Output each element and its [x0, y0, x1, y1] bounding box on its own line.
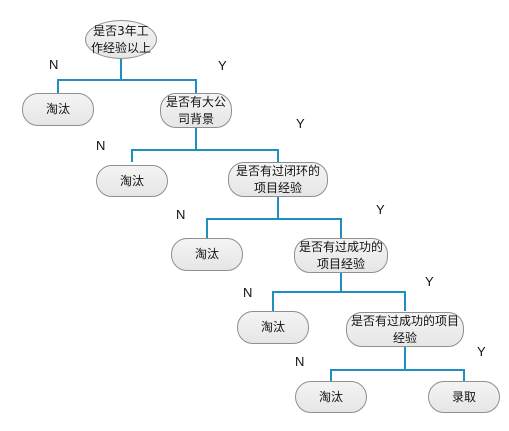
connector-line [330, 347, 465, 381]
accept-label: 录取 [451, 389, 476, 404]
reject-label: 淘汰 [194, 247, 219, 261]
connector-line [206, 197, 342, 238]
accept-node: 录取 [428, 381, 500, 413]
branch-no-label: N [176, 207, 186, 222]
reject-node: 淘汰 [96, 165, 168, 197]
connector-line [272, 273, 406, 311]
reject-node: 淘汰 [237, 311, 309, 344]
branch-yes-label: Y [218, 58, 227, 73]
reject-node: 淘汰 [171, 238, 243, 271]
decision-node-experience: 是否3年工作经验以上 [85, 20, 157, 59]
decision-node-closed-loop: 是否有过闭环的项目经验 [228, 162, 328, 197]
reject-node: 淘汰 [295, 381, 367, 413]
reject-node: 淘汰 [22, 93, 94, 126]
branch-no-label: N [243, 285, 253, 300]
connector-line [131, 128, 279, 162]
decision-label: 是否有过闭环的项目经验 [235, 163, 320, 195]
decision-label: 是否3年工作经验以上 [90, 23, 151, 55]
reject-label: 淘汰 [318, 389, 343, 404]
branch-no-label: N [96, 138, 106, 153]
branch-yes-label: Y [296, 116, 305, 131]
decision-node-successful-project: 是否有过成功的项目经验 [294, 238, 388, 273]
reject-label: 淘汰 [45, 102, 70, 116]
branch-yes-label: Y [425, 274, 434, 289]
branch-no-label: N [295, 354, 305, 369]
decision-node-big-company: 是否有大公司背景 [160, 93, 232, 128]
branch-yes-label: Y [477, 344, 486, 359]
branch-no-label: N [49, 57, 59, 72]
connector-line [57, 59, 197, 93]
reject-label: 淘汰 [260, 320, 285, 334]
reject-label: 淘汰 [119, 173, 144, 188]
decision-node-successful-project-final: 是否有过成功的项目经验 [346, 312, 464, 347]
branch-yes-label: Y [376, 202, 385, 217]
decision-label: 是否有过成功的项目经验 [298, 239, 383, 271]
decision-label: 是否有过成功的项目经验 [350, 313, 459, 345]
decision-label: 是否有大公司背景 [165, 94, 226, 126]
